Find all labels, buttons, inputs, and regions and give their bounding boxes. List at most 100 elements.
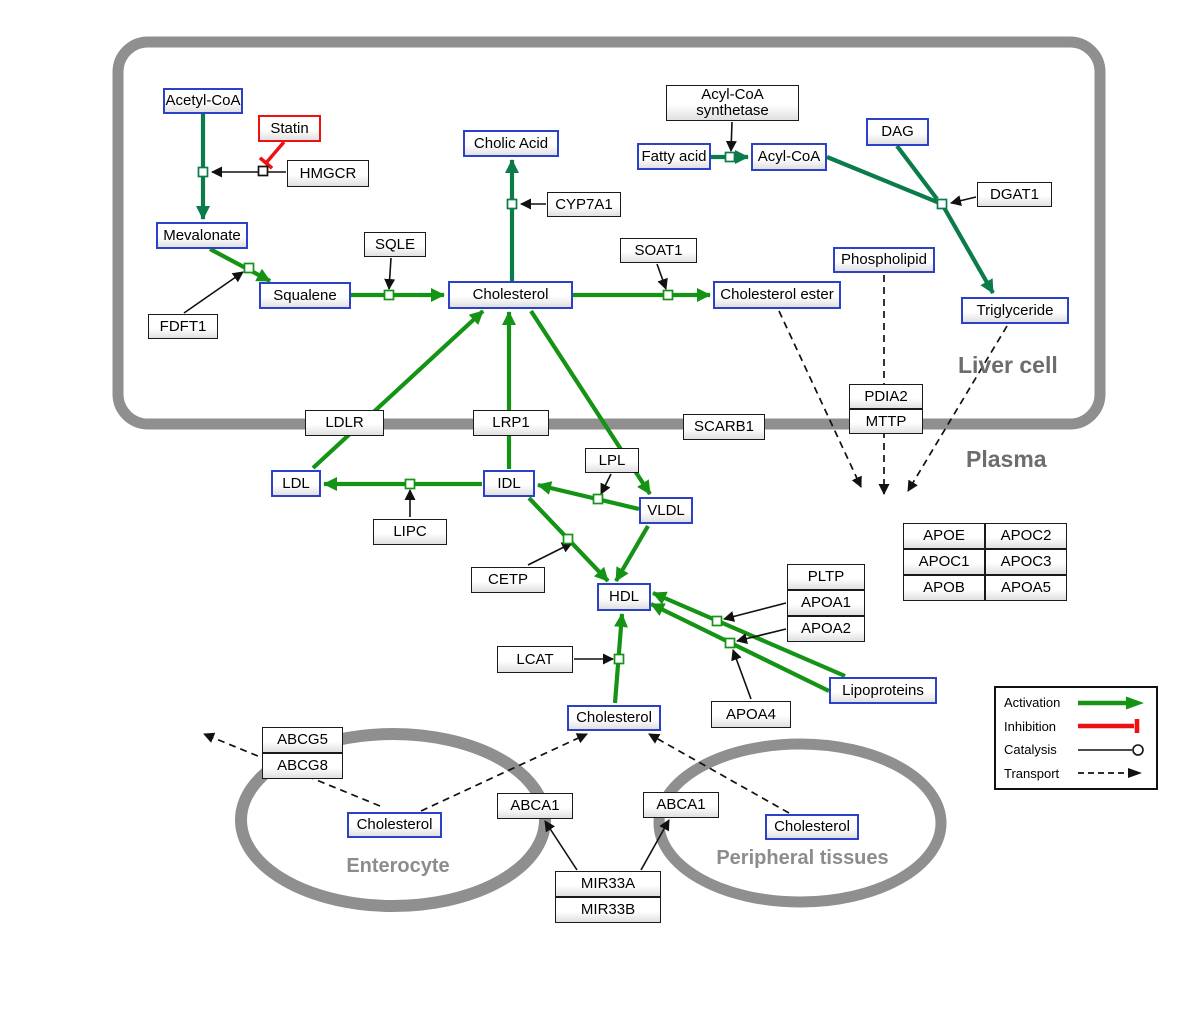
edge-tr-38 — [420, 733, 588, 812]
node-cetp[interactable]: CETP — [471, 567, 545, 593]
node-apoc2[interactable]: APOC2 — [985, 523, 1067, 549]
edge-tr-35 — [778, 310, 862, 488]
node-mevalonate[interactable]: Mevalonate — [156, 222, 248, 249]
peripheral-tissues-membrane — [653, 738, 947, 908]
legend-label-catalysis: Catalysis — [1004, 742, 1057, 758]
node-idl[interactable]: IDL — [483, 470, 535, 497]
node-lipc[interactable]: LIPC — [373, 519, 447, 545]
node-apoe[interactable]: APOE — [903, 523, 985, 549]
node-soat1[interactable]: SOAT1 — [620, 238, 697, 263]
process-node — [197, 166, 209, 178]
node-apoa2[interactable]: APOA2 — [787, 616, 865, 642]
node-pdia2[interactable]: PDIA2 — [849, 384, 923, 409]
node-lpl[interactable]: LPL — [585, 448, 639, 473]
node-cyp7a1[interactable]: CYP7A1 — [547, 192, 621, 217]
node-scarb1[interactable]: SCARB1 — [683, 414, 765, 440]
edge-tr-37 — [907, 325, 1008, 492]
node-lipoproteins[interactable]: Lipoproteins — [829, 677, 937, 704]
process-node — [662, 289, 674, 301]
node-lcat[interactable]: LCAT — [497, 646, 573, 673]
edge-cat-19 — [183, 271, 244, 314]
node-fdft1[interactable]: FDFT1 — [148, 314, 218, 339]
edge-cat-24 — [950, 195, 977, 207]
node-acetyl-coa[interactable]: Acetyl-CoA — [163, 88, 243, 114]
process-node — [724, 151, 736, 163]
node-squalene[interactable]: Squalene — [259, 282, 351, 309]
transport-dashed-arrow-glyph — [1078, 768, 1142, 779]
node-hmgcr[interactable]: HMGCR — [287, 160, 369, 187]
process-node — [257, 165, 269, 177]
node-ldl[interactable]: LDL — [271, 470, 321, 497]
edge-cat-22 — [656, 263, 668, 290]
node-ldlr[interactable]: LDLR — [305, 410, 384, 436]
node-statin[interactable]: Statin — [258, 115, 321, 142]
node-apoa4[interactable]: APOA4 — [711, 701, 791, 728]
node-triglyceride[interactable]: Triglyceride — [961, 297, 1069, 324]
legend: Activation Inhibition Catalysis Transpor… — [994, 686, 1158, 790]
node-mir33b[interactable]: MIR33B — [555, 897, 661, 923]
edge-act-17 — [650, 602, 830, 693]
node-abcg8[interactable]: ABCG8 — [262, 753, 343, 779]
edge-act-16 — [652, 591, 846, 678]
process-node — [592, 493, 604, 505]
node-acyl-coa[interactable]: Acyl-CoA — [751, 143, 827, 171]
process-node — [936, 198, 948, 210]
edge-act-1 — [209, 247, 271, 283]
node-abcg5[interactable]: ABCG5 — [262, 727, 343, 753]
process-node — [562, 533, 574, 545]
liver-cell-label: Liver cell — [958, 352, 1058, 378]
plasma-label: Plasma — [966, 446, 1047, 472]
legend-row-activation: Activation — [996, 695, 1156, 711]
node-cholesterol-plasma[interactable]: Cholesterol — [567, 705, 661, 731]
node-apoa1[interactable]: APOA1 — [787, 590, 865, 616]
activation-arrow-glyph — [1078, 696, 1144, 710]
enterocyte-label: Enterocyte — [346, 855, 450, 877]
edge-cat-23 — [725, 121, 737, 152]
node-dag[interactable]: DAG — [866, 118, 929, 146]
edge-cat-33 — [640, 819, 670, 871]
process-node — [613, 653, 625, 665]
node-hdl[interactable]: HDL — [597, 583, 651, 611]
node-sqle[interactable]: SQLE — [364, 232, 426, 257]
node-abca1-enterocyte[interactable]: ABCA1 — [497, 793, 573, 819]
node-phospholipid[interactable]: Phospholipid — [833, 247, 935, 273]
edge-inh-34 — [258, 140, 286, 170]
edge-cat-20 — [384, 257, 396, 290]
legend-row-catalysis: Catalysis — [996, 742, 1156, 758]
process-node — [383, 289, 395, 301]
node-acyl-coa-synthetase[interactable]: Acyl-CoA synthetase — [666, 85, 799, 121]
node-cholesterol-peripheral[interactable]: Cholesterol — [765, 814, 859, 840]
node-fatty-acid[interactable]: Fatty acid — [637, 143, 711, 170]
catalysis-circle-glyph — [1078, 743, 1144, 756]
edge-cat-31 — [736, 628, 787, 644]
edge-act-7 — [895, 144, 939, 201]
edge-act-14 — [614, 524, 650, 583]
node-abca1-peripheral[interactable]: ABCA1 — [643, 792, 719, 818]
node-apoc3[interactable]: APOC3 — [985, 549, 1067, 575]
node-apoa5[interactable]: APOA5 — [985, 575, 1067, 601]
legend-label-activation: Activation — [1004, 695, 1061, 711]
node-cholic-acid[interactable]: Cholic Acid — [463, 130, 559, 157]
node-apoc1[interactable]: APOC1 — [903, 549, 985, 575]
node-mir33a[interactable]: MIR33A — [555, 871, 661, 897]
process-node — [711, 615, 723, 627]
process-node — [243, 262, 255, 274]
node-vldl[interactable]: VLDL — [639, 497, 693, 524]
node-apob[interactable]: APOB — [903, 575, 985, 601]
inhibition-tee-glyph — [1078, 719, 1140, 734]
node-cholesterol-enterocyte[interactable]: Cholesterol — [347, 812, 442, 838]
legend-label-inhibition: Inhibition — [1004, 718, 1057, 734]
node-cholesterol-liver[interactable]: Cholesterol — [448, 281, 573, 309]
node-pltp[interactable]: PLTP — [787, 564, 865, 590]
edge-cat-32 — [544, 820, 578, 871]
enterocyte-membrane — [235, 728, 551, 912]
node-dgat1[interactable]: DGAT1 — [977, 182, 1052, 207]
edge-tr-40 — [203, 732, 381, 807]
edge-cat-30 — [723, 602, 787, 622]
node-lrp1[interactable]: LRP1 — [473, 410, 549, 436]
edge-cat-27 — [527, 542, 573, 566]
node-mttp[interactable]: MTTP — [849, 409, 923, 434]
node-cholesterol-ester[interactable]: Cholesterol ester — [713, 281, 841, 309]
